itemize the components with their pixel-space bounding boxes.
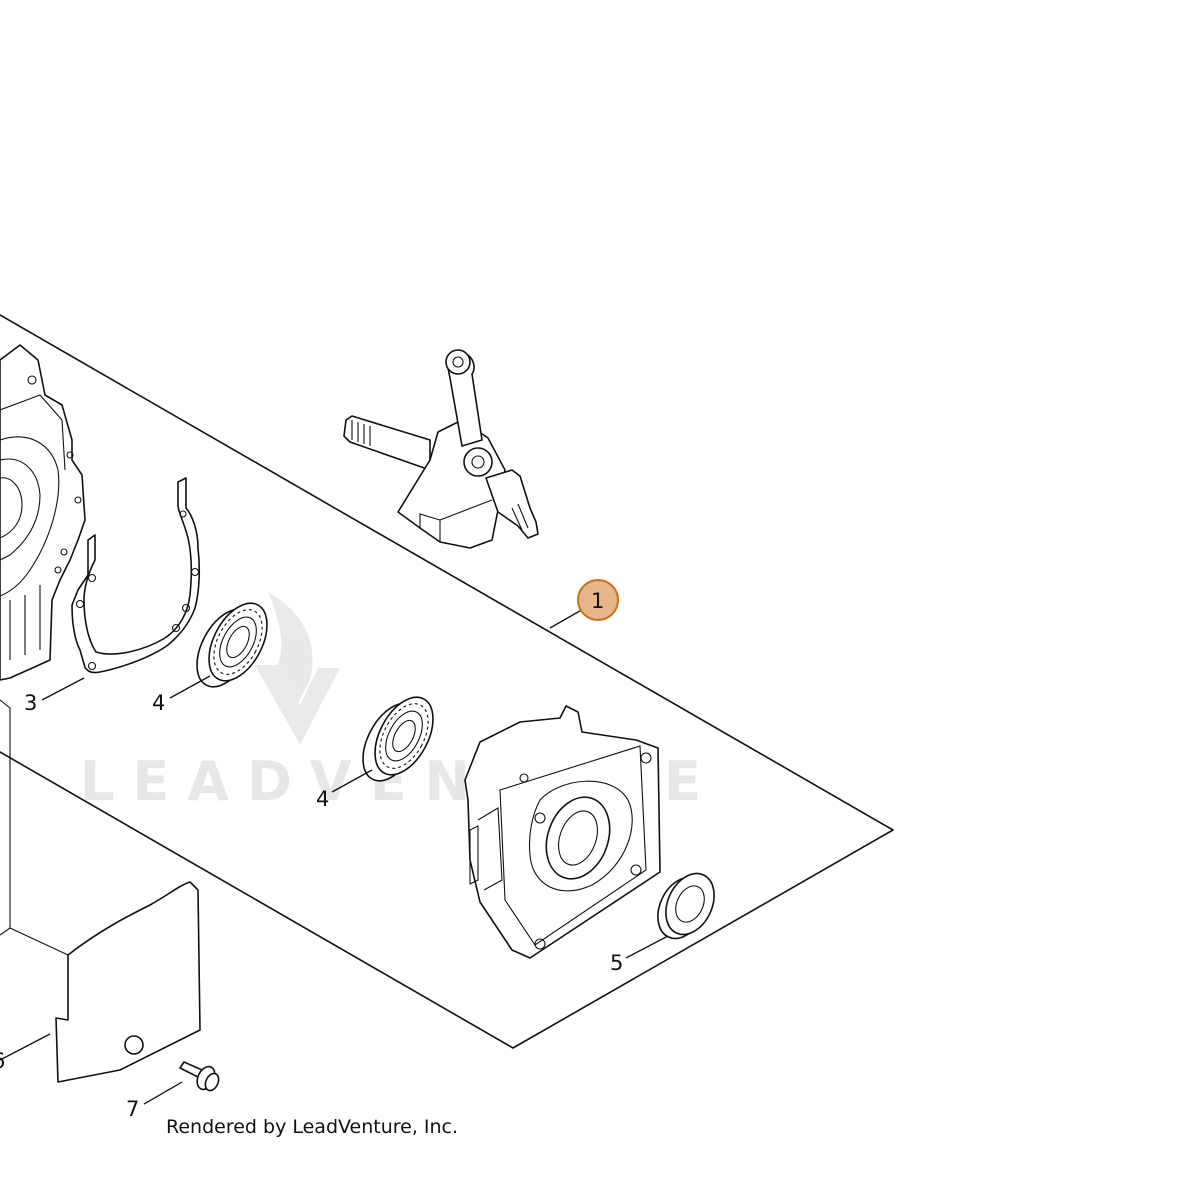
ball-bearing-lower xyxy=(362,696,434,782)
callout-7-label[interactable]: 7 xyxy=(126,1097,139,1121)
callout-1-badge[interactable] xyxy=(577,579,619,621)
gasket xyxy=(71,477,201,674)
oil-seal xyxy=(657,872,715,940)
watermark-logo-icon xyxy=(255,592,340,745)
crankcase-left-half xyxy=(0,344,86,681)
crankcase-right-half xyxy=(464,705,661,959)
screw xyxy=(179,1061,220,1092)
leader-lines xyxy=(0,603,669,1105)
callout-3-label[interactable]: 3 xyxy=(24,691,37,715)
ball-bearing-upper xyxy=(196,602,268,688)
cover-plate xyxy=(0,699,201,1083)
callout-labels: 3 4 4 5 6 7 xyxy=(0,691,623,1121)
credit-text: Rendered by LeadVenture, Inc. xyxy=(166,1116,458,1138)
callout-5-label[interactable]: 5 xyxy=(610,951,623,975)
callout-4-upper-label[interactable]: 4 xyxy=(152,691,165,715)
callout-6-label[interactable]: 6 xyxy=(0,1049,5,1073)
callout-1-label[interactable]: 1 xyxy=(591,589,604,613)
callout-1-highlight[interactable]: 1 xyxy=(577,579,619,621)
assembly-outline xyxy=(0,314,894,1049)
callout-4-lower-label[interactable]: 4 xyxy=(316,787,329,811)
crankshaft xyxy=(343,349,539,549)
